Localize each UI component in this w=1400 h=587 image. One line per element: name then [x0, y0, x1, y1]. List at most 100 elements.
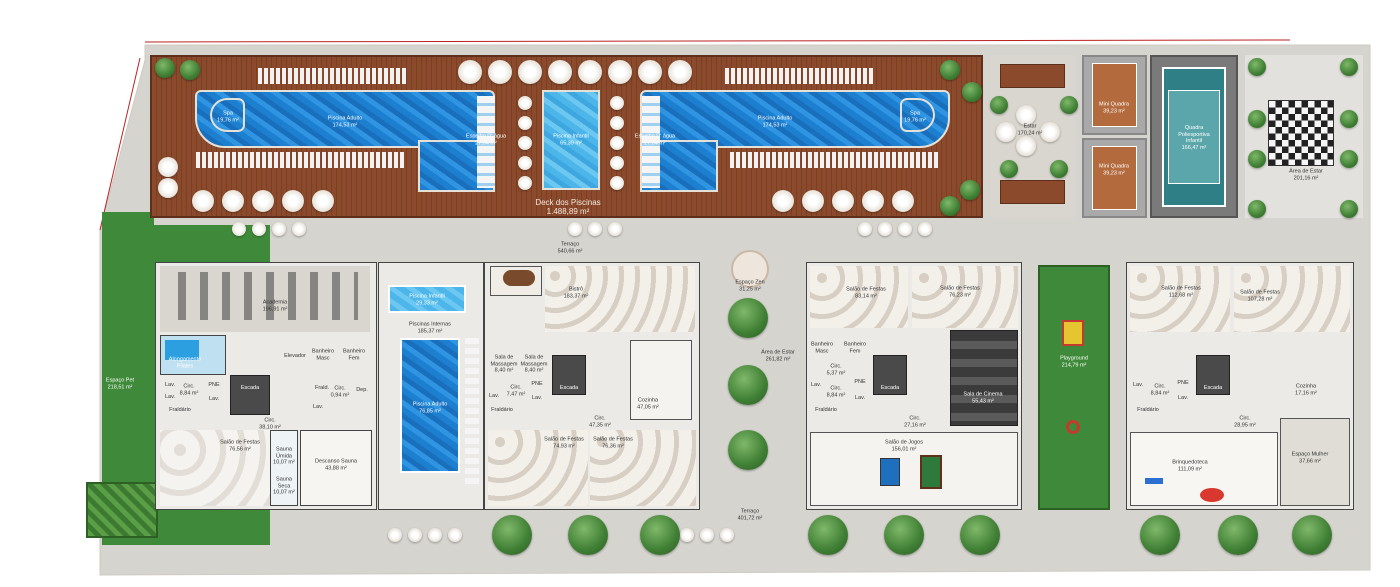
- area-estar-top-name: Área de Estar: [1289, 168, 1323, 175]
- spa-left-area: 19,76 m²: [217, 117, 239, 123]
- label-d-pne: PNE: [1177, 380, 1188, 387]
- b-bistro-name: Bistrô: [568, 286, 584, 293]
- label-a-alongamento: Alongamento Pilates: [163, 357, 207, 370]
- label-a-circ2: Circ.0,94 m²: [331, 386, 350, 399]
- label-a-circ-main: Circ.38,10 m²: [259, 418, 281, 431]
- plaza-umbrella: [292, 222, 306, 236]
- c-lav2-name: Lav.: [855, 394, 865, 401]
- label-b-lav2: Lav.: [532, 395, 542, 402]
- label-c-escada: Escada: [881, 385, 899, 392]
- right-spa: [900, 98, 935, 132]
- left-espelho-chairs: [477, 96, 495, 188]
- site-tree: [1248, 150, 1266, 168]
- block-b-stair: [552, 355, 586, 395]
- d-salao2-name: Salão de Festas: [1240, 289, 1280, 296]
- central-tree: [728, 430, 768, 470]
- area-estar-top-area: 201,16 m²: [1293, 175, 1319, 181]
- plaza-umbrella: [608, 222, 622, 236]
- a-alongamento-name: Alongamento Pilates: [168, 356, 202, 370]
- label-a-dep: Dep.: [356, 387, 368, 394]
- deck-umbrella: [772, 190, 794, 212]
- boundary-tree: [1140, 515, 1180, 555]
- left-adult-pool: [195, 90, 495, 148]
- boundary-tree: [1292, 515, 1332, 555]
- site-tree: [1060, 96, 1078, 114]
- label-a-lav4: Lav.: [313, 404, 323, 411]
- deck-tree: [962, 82, 982, 102]
- deck-umbrella: [458, 60, 482, 84]
- c-circ-area: 5,37 m²: [826, 370, 846, 376]
- deck-umbrella: [638, 60, 662, 84]
- c-banheiro-fem-name: Banheiro Fem: [843, 341, 867, 355]
- indoor-kids-pool: [388, 285, 466, 313]
- a-circ-area: 8,84 m²: [179, 390, 199, 396]
- d-cozinha-name: Cozinha: [1295, 383, 1317, 390]
- block-d-salao-2: [1234, 266, 1350, 332]
- b-salao1-name: Salão de Festas: [544, 436, 584, 443]
- a-circ2-name: Circ.: [334, 385, 346, 392]
- deck-umbrella: [832, 190, 854, 212]
- block-d-espaco-mulher: [1280, 418, 1350, 506]
- deck-umbrella: [488, 60, 512, 84]
- espelho-right-area: 27,64 m²: [644, 140, 666, 146]
- boundary-tree: [884, 515, 924, 555]
- block-c-salao-2: [912, 266, 1018, 328]
- deck-umbrella: [892, 190, 914, 212]
- deck-umbrella: [610, 96, 624, 110]
- d-pne-name: PNE: [1177, 379, 1189, 386]
- block-c-cinema: [950, 330, 1018, 426]
- block-b-salao-1: [488, 430, 588, 506]
- deck-umbrella: [312, 190, 334, 212]
- a-descanso-area: 43,88 m²: [325, 465, 347, 471]
- b-sala-massagem1-area: 8,40 m²: [494, 367, 514, 374]
- deck-loungers-bottom-right: [730, 152, 940, 168]
- block-b-salao-2: [590, 430, 696, 506]
- deck-umbrella: [518, 96, 532, 110]
- play-swing: [1066, 420, 1080, 434]
- piscina-adulto-right-name: Piscina Adulto: [757, 115, 793, 122]
- area-estar-mid-name: Área de Estar: [761, 349, 795, 356]
- deck-tree: [180, 60, 200, 80]
- terraco-top-area: 540,66 m²: [557, 248, 583, 254]
- bistro-floor: [545, 266, 695, 332]
- deck-loungers-top-left: [258, 68, 408, 84]
- c-salao1-name: Salão de Festas: [846, 286, 886, 293]
- pool-table: [920, 455, 942, 489]
- toy-red-ellipse: [1200, 488, 1224, 502]
- a-lav2-name: Lav.: [165, 393, 175, 400]
- mini-quadra-bottom-area: 39,23 m²: [1103, 170, 1125, 176]
- b-escada-name: Escada: [559, 384, 579, 391]
- indoor-loungers: [465, 338, 479, 488]
- plaza-umbrella: [428, 528, 442, 542]
- c-pne-name: PNE: [854, 378, 866, 385]
- a-salao-name: Salão de Festas: [220, 439, 260, 446]
- terraco-top-name: Terraço: [560, 241, 580, 248]
- site-tree: [1340, 110, 1358, 128]
- c-jogos-name: Salão de Jogos: [885, 439, 923, 446]
- block-c-salao-jogos: [810, 432, 1018, 506]
- deck-umbrella: [282, 190, 304, 212]
- c-salao2-name: Salão de Festas: [940, 285, 980, 292]
- left-spa: [210, 98, 245, 132]
- label-b-pne: PNE: [531, 381, 542, 388]
- deck-loungers-bottom-left: [196, 152, 406, 168]
- c-circ-name: Circ.: [830, 363, 842, 370]
- playground-name: Playground: [1060, 355, 1088, 362]
- d-espaco-mulher-area: 37,66 m²: [1299, 458, 1321, 464]
- label-d-circ-main: Circ.28,95 m²: [1234, 416, 1256, 429]
- zen-circle: [731, 250, 769, 288]
- deck-umbrella: [610, 136, 624, 150]
- b-sala-massagem2-area: 8,40 m²: [524, 367, 544, 374]
- area-estar-mid-area: 261,82 m²: [765, 356, 791, 362]
- deck-umbrella: [192, 190, 214, 212]
